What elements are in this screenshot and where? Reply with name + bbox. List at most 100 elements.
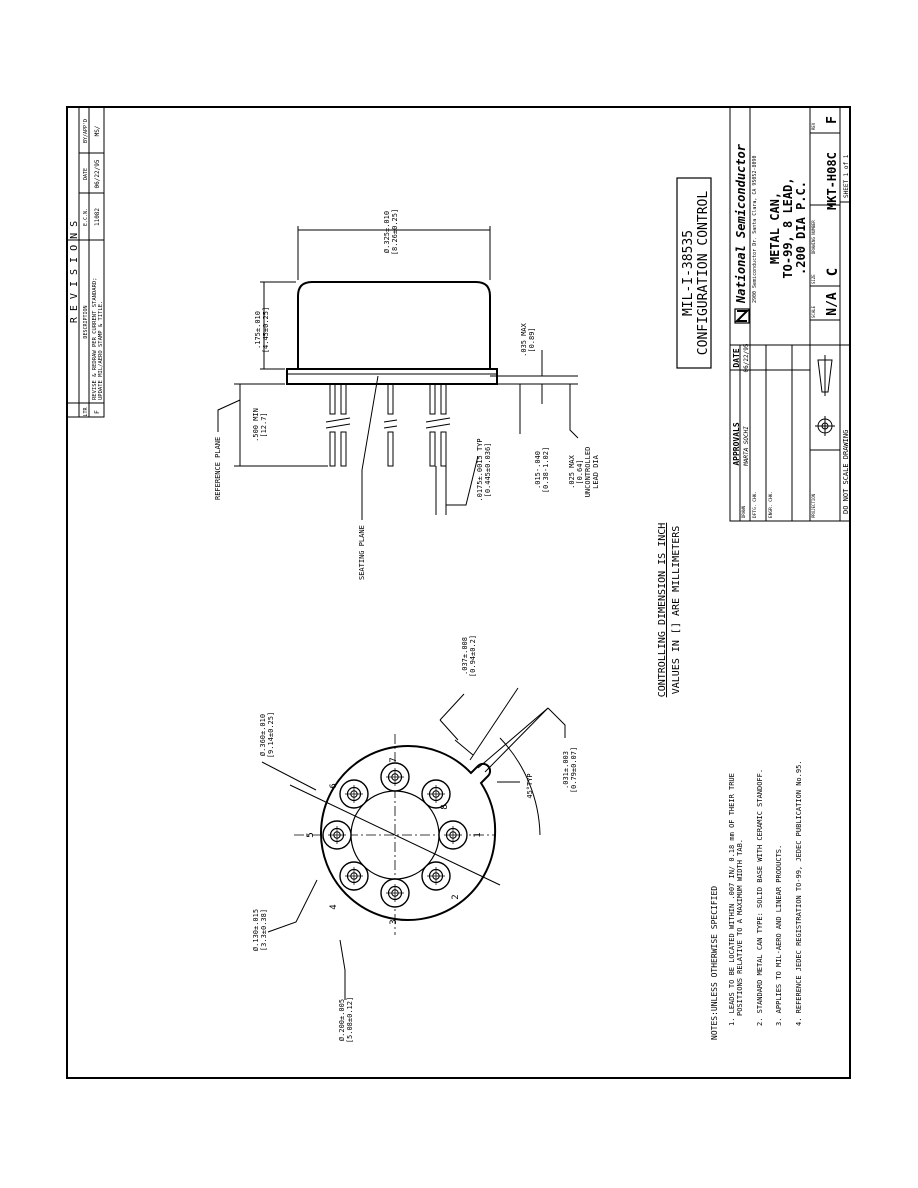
note-1a: 1. LEADS TO BE LOCATED WITHIN .007 IN/ 0… (728, 773, 736, 1026)
rev-row-desc1: REVISE & REDRAW PER CURRENT STANDARD; (92, 277, 98, 400)
dim-tab-031-mm: [0.79±0.07] (570, 747, 578, 793)
drawn-by: MARTA SOCHI (743, 426, 750, 467)
title-line3: .200 DIA P.C. (794, 181, 808, 275)
dim-lead-0175: .0175±.0015 TYP (476, 438, 484, 501)
can-flange (286, 368, 498, 385)
drawing-number-label: DRAWING NUMBER (811, 220, 816, 254)
dim-tab-031: .031±.003 (562, 751, 570, 789)
dim-dia-200: Ø.200±.005 (338, 999, 346, 1041)
can-body (297, 281, 491, 370)
notes-title: NOTES:UNLESS OTHERWISE SPECIFIED (710, 886, 719, 1040)
pin-hole-8 (421, 779, 451, 809)
scale-value: N/A (825, 292, 840, 316)
third-angle-projection-icon (815, 355, 835, 436)
rev-label: REV (811, 122, 816, 130)
pin-label-8: 8 (440, 804, 450, 809)
rev-row-desc2: UPDATE MIL/AERO STAMP & TITLE. (98, 301, 104, 400)
revisions-block: R E V I S I O N S LTR DESCRIPTION E.C.N.… (66, 106, 105, 418)
pin-label-6: 6 (329, 783, 339, 788)
sheet-border (66, 106, 851, 1079)
dim-015-040-mm: [0.38-1.02] (542, 447, 550, 493)
sheet-number: SHEET 1 of 1 (843, 154, 850, 198)
note-2: 2. STANDARD METAL CAN TYPE: SOLID BASE W… (756, 769, 764, 1026)
side-view: Ø.325±.010 [8.26±0.25] .175±.010 [4.45±0… (214, 209, 600, 580)
dim-dia-325: Ø.325±.010 (383, 211, 391, 253)
dim-lead-dia: LEAD DIA (592, 454, 600, 489)
title-block: APPROVALS DATE DRAWN MARTA SOCHI 06/22/9… (729, 106, 851, 522)
rev-row-date: 06/22/95 (94, 159, 101, 188)
notes: NOTES:UNLESS OTHERWISE SPECIFIED 1. LEAD… (710, 760, 803, 1040)
pin-hole-7 (380, 762, 410, 792)
approvals-label: APPROVALS (732, 422, 741, 466)
dim-dia-130-mm: [3.3±0.38] (260, 909, 268, 951)
pin-hole-4 (339, 861, 369, 891)
pin-label-7: 7 (389, 757, 399, 762)
configuration-stamp: MIL-I-38535 CONFIGURATION CONTROL (676, 177, 712, 369)
dim-dia-325-mm: [8.26±0.25] (391, 209, 399, 255)
dim-025-max-mm: [0.64] (576, 459, 584, 484)
note-4: 4. REFERENCE JEDEC REGISTRATION TO-99, J… (795, 760, 803, 1026)
rev-col-date: DATE (83, 168, 89, 180)
national-logo-icon (734, 308, 750, 324)
note-1b: POSITIONS RELATIVE TO A MAXIMUM WIDTH TA… (736, 839, 744, 1016)
dim-dia-360-mm: [9.14±0.25] (267, 712, 275, 758)
stamp-line2: CONFIGURATION CONTROL (696, 191, 711, 356)
dim-lead-500: .500 MIN (252, 408, 260, 442)
scale-label: SCALE (811, 305, 816, 318)
dim-height-175: .175±.010 (254, 311, 262, 349)
projection-label: PROJECTION (811, 493, 816, 518)
rev-row-ltr: F (94, 410, 101, 414)
pin-hole-1 (438, 820, 468, 850)
engr-check-label: ENGR. CHK. (768, 491, 774, 518)
pin-hole-5 (322, 820, 352, 850)
pin-label-1: 1 (473, 832, 483, 837)
dim-uncontrolled: UNCONTROLLED (584, 447, 592, 498)
dim-max-035: .035 MAX (520, 322, 528, 357)
dim-tab-037-mm: [0.94±0.2] (469, 635, 477, 677)
rev-row-by: MS/ (94, 125, 101, 136)
dim-lead-0175-mm: [0.445±0.036] (484, 443, 492, 498)
pin-hole-6 (339, 779, 369, 809)
pin-label-4: 4 (329, 904, 339, 909)
rev-row-ecn: 11082 (94, 208, 101, 226)
dftg-check-label: DFTG. CHK. (752, 491, 758, 518)
stamp-line1: MIL-I-38535 (681, 230, 696, 316)
title-line2: TO-99, 8 LEAD, (781, 177, 795, 278)
pin-label-3: 3 (389, 919, 399, 924)
pin-label-5: 5 (306, 832, 316, 837)
dim-025-max: .025 MAX (568, 454, 576, 489)
revisions-header: R E V I S I O N S (69, 221, 80, 323)
rev-col-description: DESCRIPTION (83, 305, 89, 338)
leads (325, 383, 451, 467)
dim-max-035-mm: [0.89] (528, 327, 536, 352)
rev-col-by: BY/APP'D (83, 119, 89, 143)
size-label: SIZE (811, 274, 816, 284)
rev-value: F (825, 116, 840, 124)
company-name: National Semiconductor (734, 143, 748, 304)
rev-col-ltr: LTR (83, 406, 89, 416)
do-not-scale: DO NOT SCALE DRAWING (842, 430, 850, 514)
reference-plane-label: REFERENCE PLANE (214, 437, 222, 500)
dim-dia-130: Ø.130±.015 (252, 909, 260, 951)
pin-hole-3 (380, 878, 410, 908)
dim-tab-037: .037±.008 (461, 637, 469, 675)
controlling-dimension-line2: VALUES IN [] ARE MILLIMETERS (671, 526, 682, 695)
bottom-view: 1 2 3 4 5 6 7 8 Ø.360±.010 [9.14±0.25] .… (252, 635, 578, 1043)
controlling-dimension-line1: CONTROLLING DIMENSION IS INCH (657, 523, 668, 698)
pin-label-2: 2 (451, 894, 461, 899)
company-address: 2900 Semiconductor Dr. Santa Clara, CA 9… (752, 155, 758, 303)
rev-col-ecn: E.C.N. (83, 208, 89, 226)
date-header: DATE (732, 348, 741, 367)
size-value: C (825, 268, 841, 276)
dim-dia-200-mm: [5.08±0.12] (346, 997, 354, 1043)
dim-015-040: .015-.040 (534, 451, 542, 489)
dim-angle-45: 45°TYP (526, 773, 534, 798)
note-3: 3. APPLIES TO MIL-AERO AND LINEAR PRODUC… (775, 845, 783, 1026)
title-line1: METAL CAN, (768, 192, 782, 264)
seating-plane-label: SEATING PLANE (358, 525, 366, 580)
dim-dia-360: Ø.360±.010 (259, 714, 267, 756)
dim-height-175-mm: [4.45±0.25] (262, 307, 270, 353)
pin-holes (322, 762, 468, 908)
pin-hole-2 (421, 861, 451, 891)
dim-lead-500-mm: [12.7] (260, 412, 268, 437)
